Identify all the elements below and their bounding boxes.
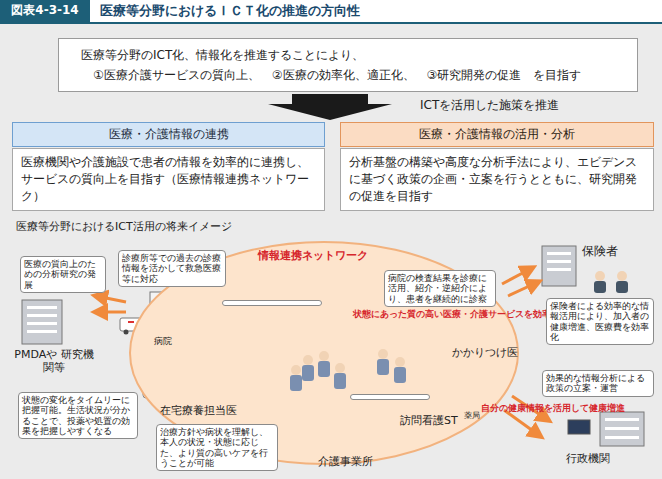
person-body	[377, 359, 389, 375]
person-head	[378, 349, 388, 359]
speech-callout: 病院の検査結果を診療に活用、紹介・逆紹介により、患者を継続的に診察	[384, 270, 496, 307]
node-text: 分析基盤の構築や高度な分析手法により、エビデンスに基づく政策の企画・立案を行うと…	[349, 154, 645, 205]
person-body	[302, 365, 314, 381]
node-text: 医療の質向上のための分析研究の発展	[24, 259, 102, 290]
down-arrow	[268, 94, 392, 120]
speech-callout: 保険者による効率的な情報活用により、加入者の健康増進、医療費を効率化	[546, 298, 654, 345]
speech-callout: 医療の質向上のための分析研究の発展	[20, 256, 106, 293]
label-text: 薬局	[464, 411, 480, 421]
section-header: 医療・介護情報の連携	[12, 122, 325, 147]
label-text: ICTを活用した施策を推進	[420, 98, 559, 112]
title-rule	[0, 22, 662, 24]
person-head	[395, 357, 405, 367]
person-body	[394, 367, 406, 383]
label-text: 在宅療養担当医	[160, 404, 237, 417]
person-head	[291, 365, 301, 375]
speech-callout: 自分の健康情報を活用して健康増進	[350, 394, 430, 400]
person-body	[290, 375, 302, 391]
node-text: 医療・介護情報の連携	[17, 126, 320, 143]
goal-box: 医療等分野のICT化、情報化を推進することにより、①医療介護サービスの質向上、 …	[58, 38, 638, 92]
label-text: 訪問看護ST	[400, 414, 458, 427]
node-text: 保険者による効率的な情報活用により、加入者の健康増進、医療費を効率化	[550, 301, 650, 342]
person-head	[303, 355, 313, 365]
speech-callout: 治療方針や病状を理解し、本人の状況・状態に応じた、より質の高いケアを行うことが可…	[156, 424, 278, 471]
node-text: 状態の変化をタイムリーに把握可能。生活状況が分かることで、投薬や処置の効果を把握…	[22, 395, 134, 436]
node-text: ①医療介護サービスの質向上、 ②医療の効率化、適正化、 ③研究開発の促進 を目指…	[81, 65, 627, 85]
label-text: 保険者	[582, 244, 618, 258]
person-head	[319, 351, 329, 361]
node-text: 効果的な情報分析による政策の立案・運営	[546, 373, 650, 394]
diagram-title: 医療等分野におけるＩＣＴ化の推進の方向性	[100, 2, 360, 20]
node-text: 自分の健康情報を活用して健康増進	[481, 403, 625, 413]
node-text: 情報連携ネットワーク	[258, 248, 368, 263]
person-body	[318, 361, 330, 377]
pmda-building	[22, 300, 62, 344]
section-body: 分析基盤の構築や高度な分析手法により、エビデンスに基づく政策の企画・立案を行うと…	[340, 148, 654, 211]
label-text: 医療等分野におけるICT活用の将来イメージ	[16, 220, 232, 233]
speech-callout: 状態の変化をタイムリーに把握可能。生活状況が分かることで、投薬や処置の効果を把握…	[18, 392, 138, 439]
node-text: 病院の検査結果を診療に活用、紹介・逆紹介により、患者を継続的に診察	[388, 273, 492, 304]
person-head	[335, 363, 345, 373]
label-text: かかりつけ医	[452, 346, 518, 359]
title-badge	[0, 0, 90, 22]
speech-callout: 診療所等での過去の診療情報を活かして救急医療等に対応	[118, 250, 226, 287]
section-header: 医療・介護情報の活用・分析	[340, 122, 654, 147]
speech-callout: 状態にあった質の高い医療・介護サービスを効率的に受けられる	[222, 300, 322, 306]
gov-building	[568, 412, 644, 446]
node-text: 医療等分野のICT化、情報化を推進することにより、	[81, 45, 627, 65]
label-text: 病院	[154, 336, 172, 347]
figure-number: 図表4-3-14	[0, 3, 90, 17]
person-body	[334, 373, 346, 389]
label-text: 行政機関	[566, 452, 610, 465]
label-text: PMDAや 研究機関等	[14, 348, 94, 374]
panel-ground	[0, 24, 662, 479]
node-text: 医療機関や介護施設で患者の情報を効率的に連携し、サービスの質向上を目指す（医療情…	[21, 154, 316, 205]
label-text: 介護事業所	[318, 455, 373, 468]
speech-callout: 効果的な情報分析による政策の立案・運営	[542, 370, 654, 397]
node-text: 医療・介護情報の活用・分析	[345, 126, 649, 143]
node-text: 診療所等での過去の診療情報を活かして救急医療等に対応	[122, 253, 222, 284]
section-body: 医療機関や介護施設で患者の情報を効率的に連携し、サービスの質向上を目指す（医療情…	[12, 148, 325, 211]
node-text: 治療方針や病状を理解し、本人の状況・状態に応じた、より質の高いケアを行うことが可…	[160, 427, 274, 468]
